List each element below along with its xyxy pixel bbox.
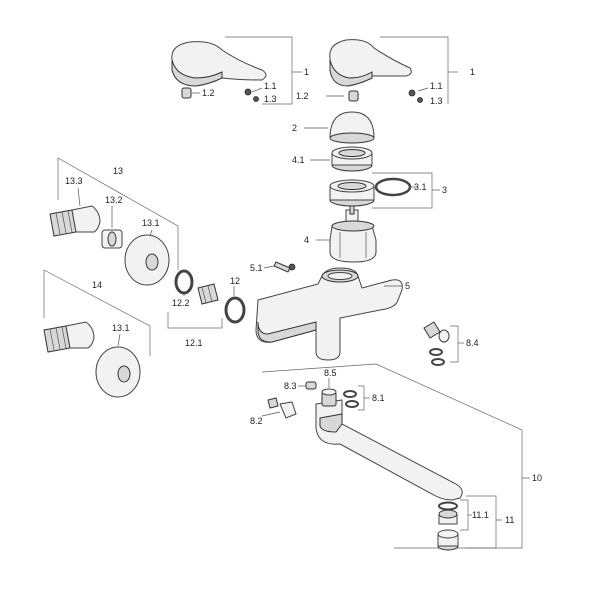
label-11: 11 (505, 515, 514, 525)
bracket-11 (466, 495, 497, 549)
bracket-13 (57, 157, 179, 270)
handle-cap-screw-left (244, 88, 259, 102)
wall-rosette-13.1-top (124, 234, 170, 286)
cover-cap-2 (329, 111, 375, 144)
seal-ring-3.1 (374, 177, 412, 197)
eccentric-union-14 (43, 321, 95, 353)
label-1-left: 1 (304, 67, 309, 77)
aerator-housing-11 (437, 529, 459, 551)
eccentric-union-13.3 (49, 205, 101, 237)
label-5.1: 5.1 (250, 263, 263, 273)
label-8.1: 8.1 (372, 393, 385, 403)
set-screw-5.1 (273, 261, 296, 273)
label-4.1: 4.1 (292, 155, 305, 165)
wall-rosette-13.1-bottom (95, 346, 141, 398)
bracket-1-right (380, 36, 449, 104)
handle-cap-screw-right (408, 89, 423, 103)
bracket-3 (372, 172, 433, 209)
label-14: 14 (92, 280, 102, 290)
label-13.1-top: 13.1 (142, 218, 160, 228)
aerator-insert-11.1 (438, 501, 458, 525)
label-3: 3 (442, 185, 447, 195)
label-1.3-left: 1.3 (264, 94, 277, 104)
label-11.1: 11.1 (472, 510, 489, 520)
spout-10 (315, 399, 463, 501)
bracket-12.1 (167, 312, 223, 329)
pin-8.3 (305, 381, 317, 390)
label-1.2-left: 1.2 (202, 88, 215, 98)
connector-12 (197, 283, 219, 305)
handle-set-screw-right (348, 90, 359, 102)
label-13: 13 (113, 166, 123, 176)
label-12: 12 (230, 276, 240, 286)
cartridge-4 (329, 205, 377, 263)
label-1.1-right: 1.1 (430, 81, 443, 91)
label-8.2: 8.2 (250, 416, 263, 426)
bracket-8.4 (450, 325, 459, 363)
lever-handle-right (329, 39, 412, 87)
label-1.3-right: 1.3 (430, 96, 443, 106)
label-4: 4 (304, 235, 309, 245)
label-8.3: 8.3 (284, 381, 297, 391)
fitting-set-8.4 (423, 321, 450, 366)
mixer-body-5 (255, 267, 403, 361)
bracket-11.1 (460, 499, 469, 531)
cartridge-seal-3 (329, 179, 375, 207)
label-12.1: 12.1 (185, 338, 203, 348)
label-5: 5 (405, 281, 410, 291)
o-rings-8.1 (343, 390, 359, 408)
washer-12.2 (174, 269, 194, 295)
clip-8.2 (267, 397, 297, 419)
label-1-right: 1 (470, 67, 475, 77)
label-13.2: 13.2 (105, 195, 123, 205)
label-8.5: 8.5 (324, 368, 337, 378)
label-8.4: 8.4 (466, 338, 479, 348)
bracket-1-left (225, 36, 293, 105)
label-2: 2 (292, 123, 297, 133)
swivel-8.5 (321, 388, 337, 407)
label-10: 10 (532, 473, 542, 483)
label-1.2-right: 1.2 (296, 91, 309, 101)
lever-handle-left (171, 41, 267, 87)
label-3.1: 3.1 (414, 182, 427, 192)
bracket-14 (43, 269, 151, 356)
label-1.1-left: 1.1 (264, 81, 277, 91)
label-12.2: 12.2 (172, 298, 190, 308)
label-13.3: 13.3 (65, 176, 83, 186)
lock-nut-4.1 (331, 146, 373, 172)
label-13.1-bottom: 13.1 (112, 323, 130, 333)
union-nut-13.2 (101, 229, 123, 249)
seal-ring-12 (224, 296, 246, 324)
bracket-8.1 (358, 385, 365, 411)
handle-set-screw-left (181, 87, 192, 99)
